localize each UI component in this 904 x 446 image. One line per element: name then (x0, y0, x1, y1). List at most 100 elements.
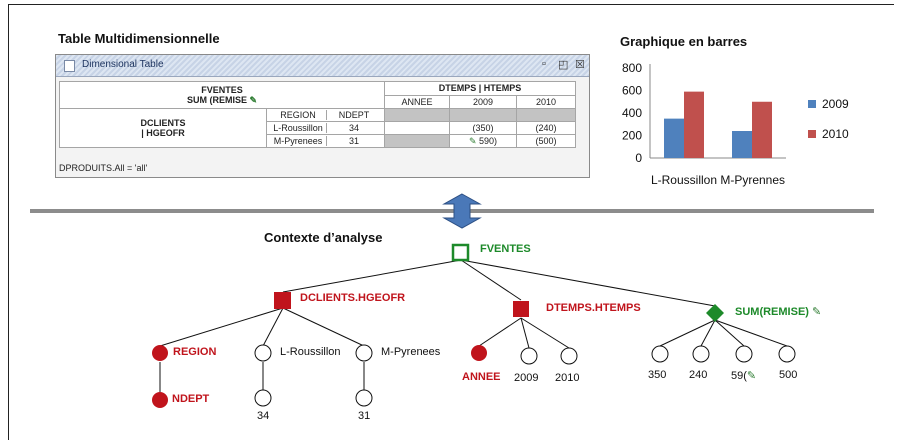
row-2009-value-cell: ✎ 590) (449, 134, 517, 148)
edge (714, 319, 788, 347)
l-roussillon-node (254, 344, 272, 362)
y-tick-label: 800 (622, 61, 642, 75)
row-2010-value: (500) (516, 134, 576, 148)
separator-line (30, 209, 874, 213)
row-region: L-Roussillon (273, 123, 323, 133)
pen-icon: ✎ (249, 94, 258, 105)
tree-edges (159, 259, 788, 392)
m-pyrenees-node (355, 344, 373, 362)
measure-label-text: SUM(REMISE) (735, 306, 809, 318)
legend-label: 2009 (822, 97, 849, 111)
v590-node (735, 345, 753, 363)
edge (460, 259, 522, 301)
grey-cell (449, 108, 517, 122)
edge (520, 317, 530, 349)
row-2009-value: 590) (479, 135, 498, 146)
row-region: M-Pyrenees (273, 136, 323, 146)
window-icon (64, 60, 75, 72)
row-ndept: 34 (326, 123, 381, 133)
y-tick-label: 600 (622, 84, 642, 98)
legend-swatch (808, 100, 816, 108)
ndept-node (152, 392, 168, 408)
region-node (152, 345, 168, 361)
dim1-node (274, 292, 291, 309)
legend-label: 2010 (822, 127, 849, 141)
row-ndept: 31 (326, 136, 381, 146)
dim1-label: DCLIENTS.HGEOFR (300, 292, 406, 304)
annee-node (471, 345, 487, 361)
n31-label: 31 (358, 410, 371, 422)
y-tick-label: 200 (622, 129, 642, 143)
row-dim-cell: DCLIENTS | HGEOFR (59, 108, 267, 148)
close-icon[interactable]: ☒ (575, 59, 585, 71)
edge (520, 317, 570, 349)
edge (700, 319, 716, 347)
v350-label: 350 (648, 369, 667, 381)
ndept-label: NDEPT (172, 393, 210, 405)
edge (282, 307, 365, 347)
chart-heading: Graphique en barres (620, 34, 748, 49)
v500-label: 500 (779, 369, 798, 381)
m-pyrenees-label: M-Pyrenees (381, 346, 441, 358)
n31-node (355, 389, 373, 407)
v590-text: 59( (731, 370, 747, 382)
restore-icon[interactable]: ▫ (542, 58, 546, 70)
edge (659, 319, 716, 347)
region-label: REGION (173, 346, 217, 358)
n34-node (254, 389, 272, 407)
annee-label: ANNEE (462, 371, 501, 383)
bar-2010 (752, 101, 772, 158)
region-header-label: REGION (280, 110, 316, 120)
y-tick-label: 0 (635, 151, 642, 165)
measure-agg: SUM (REMISE (186, 94, 247, 105)
v240-node (692, 345, 710, 363)
bar-2009 (732, 131, 752, 158)
y-tick-label: 400 (622, 106, 642, 120)
filter-text: DPRODUITS.All = 'all' (59, 163, 148, 173)
bar-2010 (684, 91, 704, 158)
edge (282, 259, 462, 293)
measure-header-cell: FVENTES SUM (REMISE ✎ (59, 81, 385, 109)
bar-2009 (664, 118, 684, 158)
measure-fact: FVENTES (201, 84, 243, 95)
measure-label: SUM(REMISE) ✎ (735, 305, 821, 318)
dimensional-table: FVENTES SUM (REMISE ✎ DTEMPS | HTEMPS AN… (59, 81, 576, 148)
edge (460, 259, 716, 307)
pen-icon: ✎ (746, 370, 757, 382)
edge (478, 317, 522, 347)
v500-node (778, 345, 796, 363)
table-heading: Table Multidimensionnelle (58, 31, 220, 46)
maximize-icon[interactable]: ◰ (558, 59, 569, 71)
figure-frame (8, 4, 894, 440)
measure-node (706, 304, 724, 322)
n34-label: 34 (257, 410, 270, 422)
measure-agg-line: SUM (REMISE ✎ (63, 95, 381, 106)
v350-node (651, 345, 669, 363)
ndept-header: NDEPT (326, 110, 381, 120)
y2009-node (520, 347, 538, 365)
context-heading: Contexte d’analyse (264, 230, 383, 245)
grey-cell (384, 134, 450, 148)
legend-swatch (808, 130, 816, 138)
grey-cell (384, 108, 450, 122)
dimensional-table-window: Dimensional Table ▫ ◰ ☒ FVENTES SUM (REM… (55, 54, 590, 178)
x-tick-labels: L-Roussillon M-Pyrennes (651, 173, 785, 187)
dim2-node (513, 301, 529, 317)
dim2-label: DTEMPS.HTEMPS (546, 302, 641, 314)
y2009-label: 2009 (514, 372, 539, 384)
double-arrow-icon (442, 193, 482, 229)
grey-cell (516, 108, 576, 122)
pen-icon: ✎ (812, 306, 822, 318)
y2010-node (560, 347, 578, 365)
row-dim-1: DCLIENTS (140, 118, 186, 128)
v590-label: 59(✎ (731, 369, 756, 382)
window-titlebar[interactable]: Dimensional Table ▫ ◰ ☒ (56, 55, 589, 77)
v240-label: 240 (689, 369, 708, 381)
window-title: Dimensional Table (82, 59, 164, 70)
edge (159, 307, 284, 347)
edge (714, 319, 745, 347)
edge (262, 307, 284, 347)
